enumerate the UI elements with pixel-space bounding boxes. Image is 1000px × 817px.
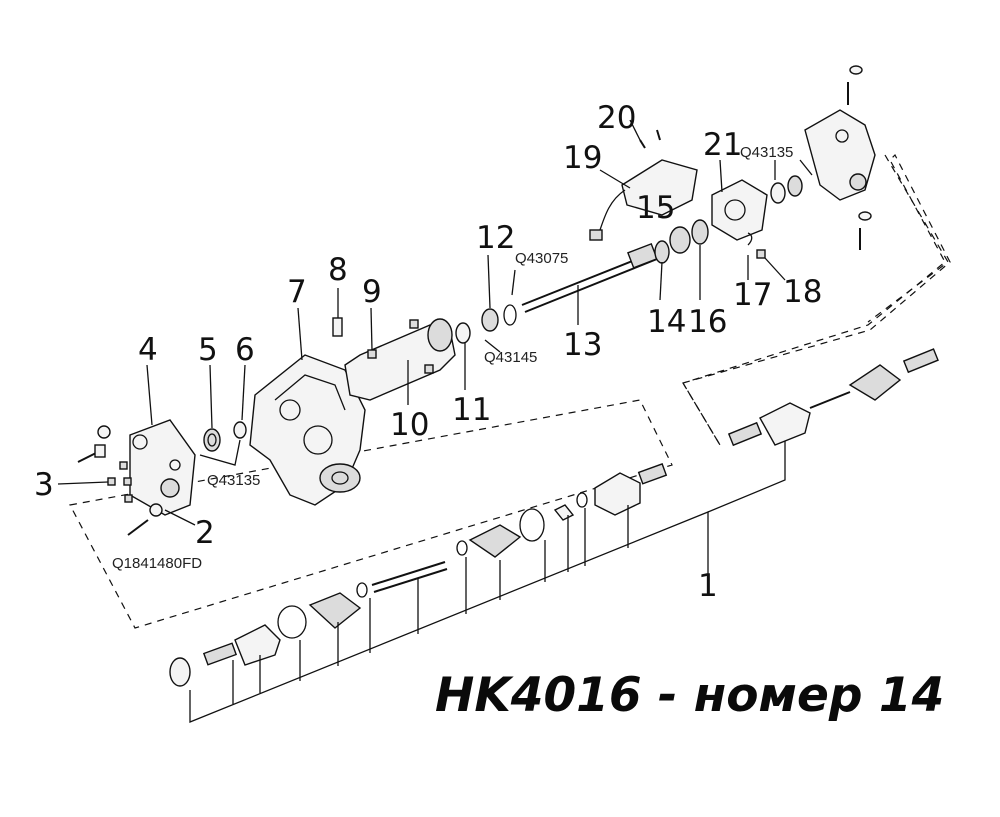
ring-6 — [233, 421, 247, 439]
label-14: 14 — [647, 304, 686, 340]
code-q43145: Q43145 — [484, 349, 537, 366]
right-bolt-lower — [858, 211, 872, 250]
bearing-housing-21 — [711, 179, 768, 241]
bolt-2 — [127, 503, 163, 536]
label-19: 19 — [563, 140, 602, 176]
label-7: 7 — [287, 274, 307, 310]
nut-18 — [756, 249, 766, 259]
label-15: 15 — [636, 190, 675, 226]
label-6: 6 — [235, 332, 255, 368]
left-group-dashed-outline — [69, 399, 673, 629]
right-bolt-upper — [847, 65, 863, 105]
breather-8 — [332, 317, 343, 337]
right-upper-dashed-outline — [867, 154, 949, 323]
label-4: 4 — [138, 332, 158, 368]
label-8: 8 — [328, 252, 348, 288]
transfer-case-7 — [249, 354, 366, 506]
intermediate-shaft-13 — [521, 242, 663, 313]
bearing-15 — [669, 226, 691, 254]
small-nuts-3 — [107, 461, 133, 503]
label-11: 11 — [452, 392, 491, 428]
intermediate-housing — [344, 318, 456, 401]
seal-12 — [481, 304, 517, 332]
bearing-14 — [654, 240, 670, 264]
ring-11 — [455, 322, 471, 344]
label-13: 13 — [563, 327, 602, 363]
label-10: 10 — [390, 407, 429, 443]
label-12: 12 — [476, 220, 515, 256]
label-20: 20 — [597, 100, 636, 136]
label-18: 18 — [783, 274, 822, 310]
actuator-19 — [589, 159, 698, 241]
label-17: 17 — [733, 277, 772, 313]
clip-17 — [747, 232, 753, 246]
code-q1841480fd: Q1841480FD — [112, 555, 202, 572]
label-16: 16 — [688, 304, 727, 340]
right-group-dashed-outline — [682, 153, 951, 446]
seal-5 — [203, 428, 221, 452]
leader-lines — [57, 119, 813, 526]
label-21: 21 — [703, 127, 742, 163]
seal-16 — [691, 219, 709, 245]
bolt-left-upper — [77, 425, 111, 463]
label-2: 2 — [195, 515, 215, 551]
mount-bracket-4 — [129, 419, 196, 516]
code-q43075: Q43075 — [515, 250, 568, 267]
drive-shaft-assembly-1 — [169, 463, 668, 687]
label-9: 9 — [362, 274, 382, 310]
code-q43135-right: Q43135 — [740, 144, 793, 161]
complete-drive-shaft — [727, 348, 939, 447]
code-q43135-left: Q43135 — [207, 472, 260, 489]
caption-part-number: HK4016 - номер 14 — [435, 668, 945, 723]
label-5: 5 — [198, 332, 218, 368]
bolts-20 — [639, 129, 661, 149]
right-mount-bracket — [770, 109, 876, 204]
label-1: 1 — [698, 568, 718, 604]
label-3: 3 — [34, 467, 54, 503]
leader-bracket-1 — [189, 440, 786, 723]
